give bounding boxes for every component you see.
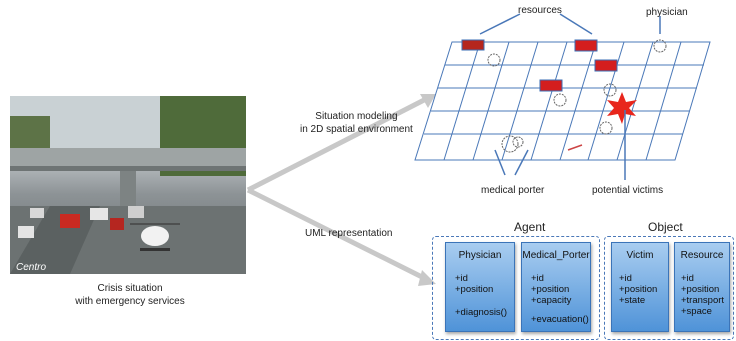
resource-attr-id: +id [681, 273, 694, 284]
modeling-label-line2: in 2D spatial environment [300, 124, 413, 135]
resource-attr-transport: +transport [681, 295, 725, 306]
medical-porter-class: Medical_Porter +id +position +capacity +… [521, 242, 591, 332]
photo-caption-line2: with emergency services [75, 296, 185, 307]
victim-class-name: Victim [626, 250, 654, 261]
physician-class-name: Physician [458, 250, 502, 261]
person-icons [487, 39, 667, 153]
physician-class-ops: +diagnosis() [455, 307, 514, 318]
photo-caption-line1: Crisis situation [97, 283, 163, 294]
physician-label: physician [646, 7, 688, 18]
grid-annotation-arrows [479, 13, 661, 180]
alert-star-icon [607, 92, 637, 124]
crisis-photo: Centro [10, 96, 246, 274]
photo-caption: Crisis situation with emergency services [60, 282, 200, 308]
medical-porter-class-ops: +evacuation() [531, 314, 590, 325]
victim-attr-state: +state [619, 295, 646, 306]
medical-porter-attr-id: +id [531, 273, 544, 284]
resource-icons [461, 39, 618, 92]
modeling-label-line1: Situation modeling [315, 111, 398, 122]
medical-porter-class-attrs: +id +position +capacity [531, 273, 590, 306]
resource-attr-space: +space [681, 306, 712, 317]
agent-package-title: Agent [514, 220, 546, 234]
physician-class-attrs: +id +position [455, 273, 514, 295]
spatial-grid [414, 39, 711, 161]
modeling-label: Situation modeling in 2D spatial environ… [300, 110, 413, 136]
physician-class: Physician +id +position +diagnosis() [445, 242, 515, 332]
medical-porter-op-evacuation: +evacuation() [531, 314, 589, 325]
physician-op-diagnosis: +diagnosis() [455, 307, 508, 318]
resource-attr-position: +position [681, 284, 720, 295]
stretcher-icon [567, 144, 583, 151]
photo-watermark: Centro [16, 262, 46, 273]
flow-arrows [246, 94, 436, 286]
crisis-photo-drawing: Centro [10, 96, 246, 274]
object-package-title: Object [648, 220, 683, 234]
object-package [604, 236, 734, 340]
resources-label: resources [518, 5, 562, 16]
uml-arrow-label: UML representation [305, 228, 393, 239]
resource-class: Resource +id +position +transport +space [674, 242, 730, 332]
agent-package [432, 236, 600, 340]
resource-class-attrs: +id +position +transport +space [681, 273, 729, 317]
resource-class-name: Resource [680, 250, 724, 261]
victim-class-attrs: +id +position +state [619, 273, 668, 306]
physician-attr-id: +id [455, 273, 468, 284]
victim-attr-id: +id [619, 273, 632, 284]
victim-class: Victim +id +position +state [611, 242, 669, 332]
victim-attr-position: +position [619, 284, 658, 295]
medical-porter-attr-capacity: +capacity [531, 295, 572, 306]
potential-victims-label: potential victims [592, 185, 664, 196]
medical-porter-label: medical porter [481, 185, 545, 196]
medical-porter-class-name: Medical_Porter [522, 250, 590, 261]
physician-attr-position: +position [455, 284, 494, 295]
medical-porter-attr-position: +position [531, 284, 570, 295]
